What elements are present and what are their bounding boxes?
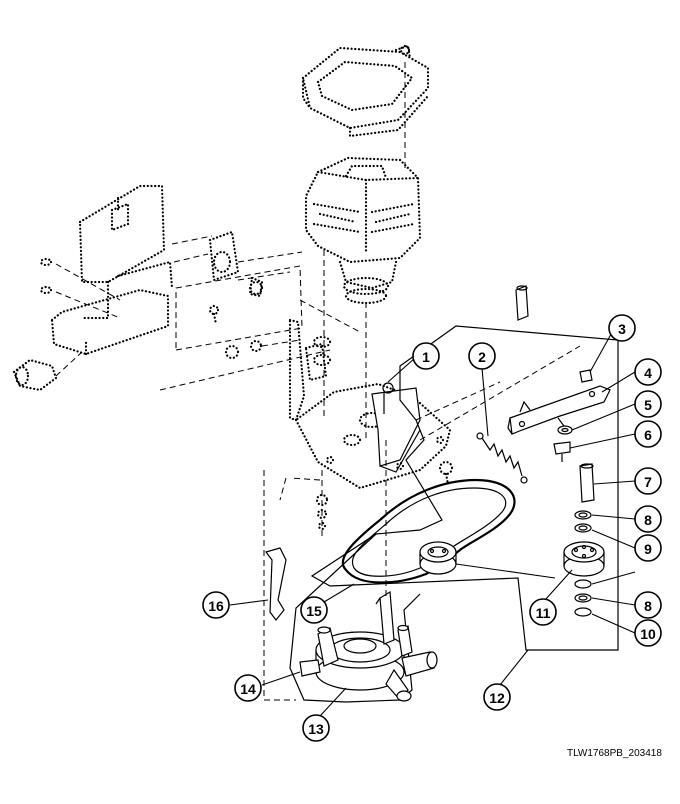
svg-text:12: 12 — [489, 690, 505, 706]
svg-text:2: 2 — [478, 349, 486, 365]
idler-pulley-drawing — [563, 541, 605, 577]
svg-text:3: 3 — [618, 321, 626, 337]
figure-code: TLW1768PB_203418 — [567, 748, 662, 759]
callout-8-upper: 8 — [634, 505, 662, 533]
callout-7: 7 — [634, 467, 662, 495]
svg-text:14: 14 — [240, 681, 256, 697]
callout-14: 14 — [234, 674, 262, 702]
svg-text:6: 6 — [644, 427, 652, 443]
motor-cover-drawing — [301, 44, 430, 170]
leader-lines — [229, 326, 636, 717]
callout-15: 15 — [300, 596, 328, 624]
callout-4: 4 — [634, 358, 662, 386]
callout-9-upper: 9 — [634, 534, 662, 562]
svg-text:5: 5 — [644, 397, 652, 413]
svg-text:9: 9 — [644, 541, 652, 557]
pump-clip-drawing — [263, 470, 296, 701]
drive-belt-drawing — [341, 478, 516, 584]
callout-13: 13 — [302, 714, 330, 742]
svg-text:16: 16 — [208, 598, 224, 614]
callout-3: 3 — [608, 314, 636, 342]
svg-text:11: 11 — [536, 605, 551, 621]
spring-and-bracket-drawing — [476, 285, 611, 617]
motor-drawing — [304, 156, 422, 440]
svg-text:15: 15 — [306, 603, 322, 619]
callout-5: 5 — [634, 390, 662, 418]
callout-12: 12 — [483, 683, 511, 711]
svg-text:7: 7 — [644, 474, 652, 490]
left-bracket-drawing — [12, 184, 303, 392]
svg-text:13: 13 — [308, 721, 324, 737]
callout-10: 10 — [634, 619, 662, 647]
callout-2: 2 — [468, 342, 496, 370]
svg-text:10: 10 — [640, 626, 656, 642]
callout-8-lower: 8 — [634, 591, 662, 619]
svg-text:8: 8 — [644, 512, 652, 528]
svg-text:1: 1 — [422, 349, 430, 365]
svg-text:4: 4 — [644, 365, 652, 381]
callout-16: 16 — [202, 591, 230, 619]
callout-6: 6 — [634, 420, 662, 448]
pump-drawing — [299, 440, 438, 702]
svg-text:8: 8 — [644, 598, 652, 614]
callout-11: 11 — [529, 598, 557, 626]
callout-1: 1 — [412, 342, 440, 370]
